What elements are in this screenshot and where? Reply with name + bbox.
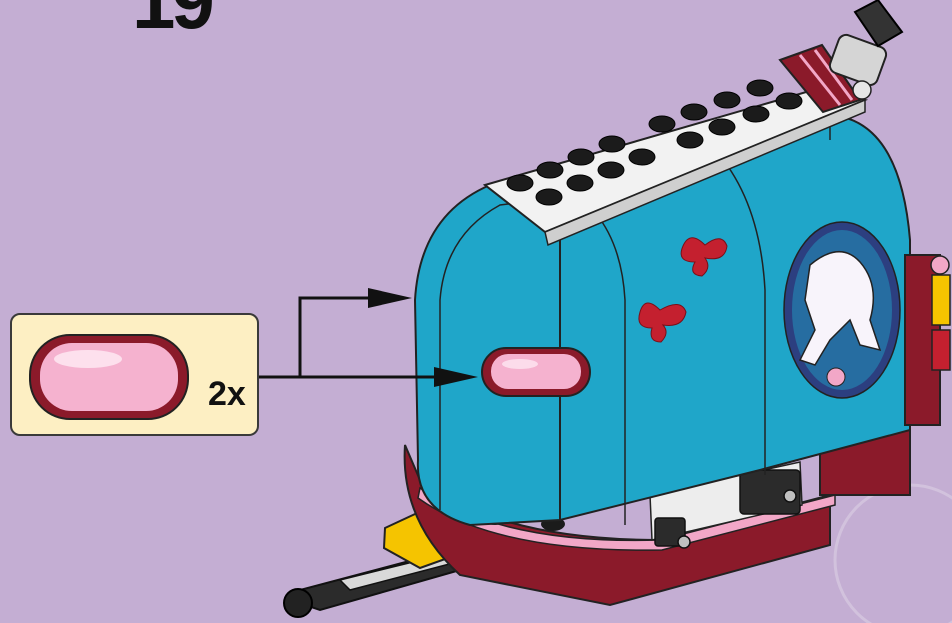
part-quantity: 2x xyxy=(208,375,246,414)
placed-window xyxy=(482,348,590,396)
horse-decal xyxy=(784,222,900,398)
pink-window-part-icon xyxy=(26,321,206,431)
rear-lights xyxy=(905,255,950,425)
watermark-circle xyxy=(835,485,952,623)
parts-callout: 2x xyxy=(10,313,259,436)
hitch-ball xyxy=(284,589,312,617)
